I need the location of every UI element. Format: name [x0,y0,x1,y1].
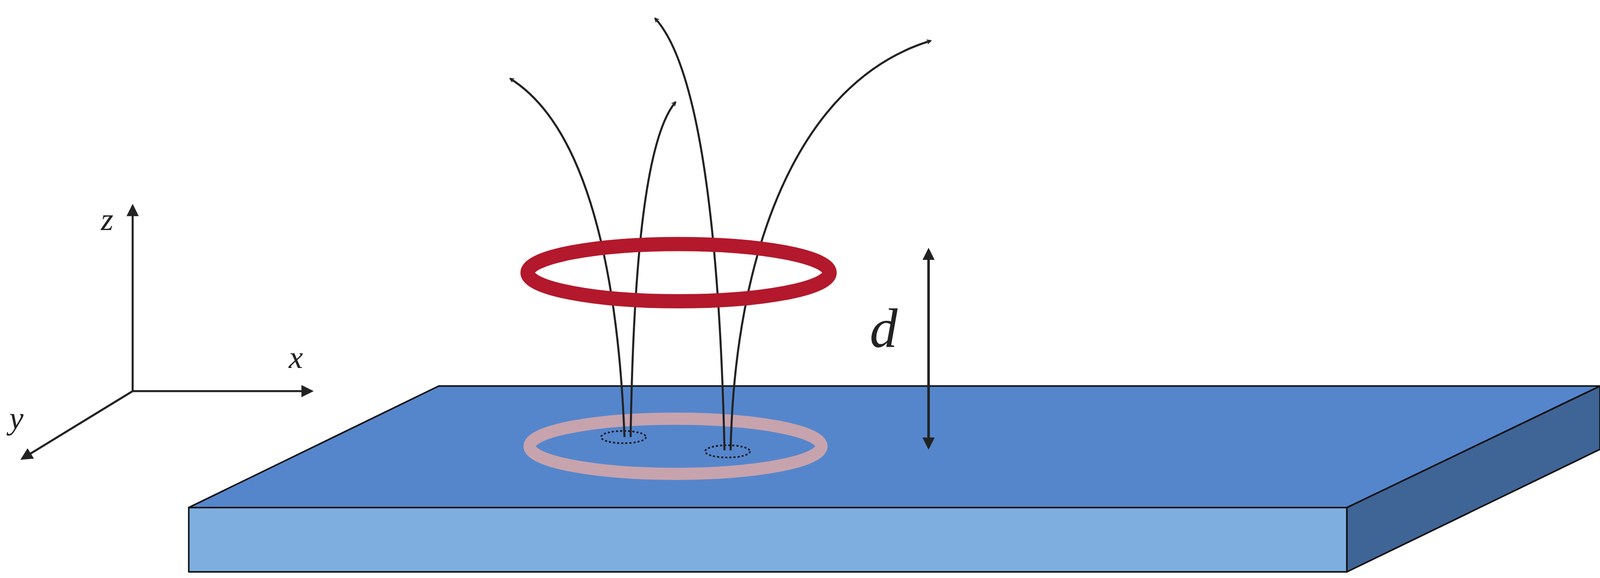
ring [527,244,830,302]
axis-label: z [101,203,114,236]
distance-label: d [869,300,898,357]
slab [188,386,1600,573]
image-ring [529,418,822,474]
axes [22,206,312,459]
vortex-cores [601,431,751,458]
axis-label: x [288,341,304,374]
axis-label: y [9,402,24,435]
field-lines [510,18,931,451]
distance-arrow [927,250,930,448]
